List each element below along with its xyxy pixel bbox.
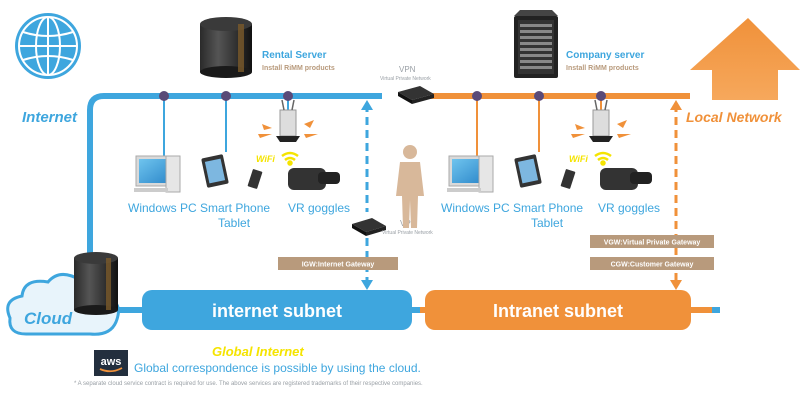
aws-logo-icon: aws <box>94 350 128 376</box>
cloud-server-icon <box>74 252 118 315</box>
igw-label: IGW:Internet Gateway <box>302 262 375 269</box>
cgw-label: CGW:Customer Gateway <box>611 262 694 269</box>
smartphone-right-label: Smart Phone <box>513 201 583 215</box>
rental-server-subtitle: Install RiMM products <box>262 65 335 72</box>
person-icon <box>396 145 424 228</box>
windows-pc-left-icon <box>134 155 181 193</box>
vpn-router-top-icon <box>398 86 434 104</box>
vr-goggles-right-icon <box>600 168 652 190</box>
vr-goggles-left-icon <box>288 168 340 190</box>
windows-pc-right-label: Windows PC <box>441 201 510 215</box>
company-server-icon <box>514 10 558 78</box>
vr-goggles-left-label: VR goggles <box>288 201 350 215</box>
cloud-label: Cloud <box>24 309 73 328</box>
windows-pc-right-icon <box>447 155 494 193</box>
wifi-label-left: WiFi <box>256 154 275 164</box>
footer-note: Global correspondence is possible by usi… <box>134 361 421 375</box>
vpn-top-title: VPN <box>399 65 416 74</box>
company-server-subtitle: Install RiMM products <box>566 65 639 72</box>
rental-server-icon <box>200 17 252 78</box>
global-internet-label: Global Internet <box>212 344 304 359</box>
dashed-arrowhead-down-right <box>670 280 682 290</box>
bus-node <box>534 91 544 101</box>
rental-server-title: Rental Server <box>262 50 327 61</box>
internet-globe-icon <box>15 13 81 79</box>
cgw-tag <box>590 257 714 270</box>
wifi-icon-right <box>594 151 612 166</box>
intranet-subnet-label: Intranet subnet <box>493 301 623 321</box>
internet-subnet-bar <box>142 290 412 330</box>
windows-pc-left-label: Windows PC <box>128 201 197 215</box>
bus-node <box>283 91 293 101</box>
vr-goggles-right-label: VR goggles <box>598 201 660 215</box>
tablet-left-icon <box>201 154 229 188</box>
bus-node <box>596 91 606 101</box>
dashed-arrowhead-up-right <box>670 100 682 110</box>
local-network-label: Local Network <box>686 109 783 125</box>
wifi-label-right: WiFi <box>569 154 588 164</box>
vpn-bottom-subtitle: Virtual Private Network <box>382 230 433 236</box>
vgw-tag <box>590 235 714 248</box>
internet-label: Internet <box>22 109 78 126</box>
smartphone-right-icon <box>560 169 576 189</box>
dashed-arrowhead-up <box>361 100 373 110</box>
internet-top-bus <box>87 93 382 310</box>
igw-tag <box>278 257 398 270</box>
bus-nodes <box>159 91 606 101</box>
tablet-right-label: Tablet <box>531 216 564 230</box>
wifi-router-right-icon <box>589 99 613 142</box>
intranet-subnet-bar <box>425 290 691 330</box>
bus-node <box>159 91 169 101</box>
tablet-left-label: Tablet <box>218 216 251 230</box>
vpn-top-subtitle: Virtual Private Network <box>380 76 431 82</box>
smartphone-left-label: Smart Phone <box>200 201 270 215</box>
local-network-arrow-icon <box>690 18 800 100</box>
dashed-arrowhead-down <box>361 280 373 290</box>
wifi-signal-left-icon <box>258 120 318 138</box>
company-server-title: Company server <box>566 50 644 61</box>
wifi-router-left-icon <box>276 99 300 142</box>
wifi-signal-right-icon <box>571 120 631 138</box>
bus-node <box>472 91 482 101</box>
bus-node <box>221 91 231 101</box>
tablet-right-icon <box>514 154 542 188</box>
smartphone-left-icon <box>247 169 263 189</box>
wifi-icon-left <box>281 151 299 166</box>
vpn-router-bottom-icon <box>352 218 386 236</box>
vgw-label: VGW:Virtual Private Gateway <box>604 240 701 247</box>
svg-text:aws: aws <box>101 356 122 368</box>
footer-disclaimer: * A separate cloud service contract is r… <box>74 381 423 387</box>
internet-subnet-label: internet subnet <box>212 301 342 321</box>
